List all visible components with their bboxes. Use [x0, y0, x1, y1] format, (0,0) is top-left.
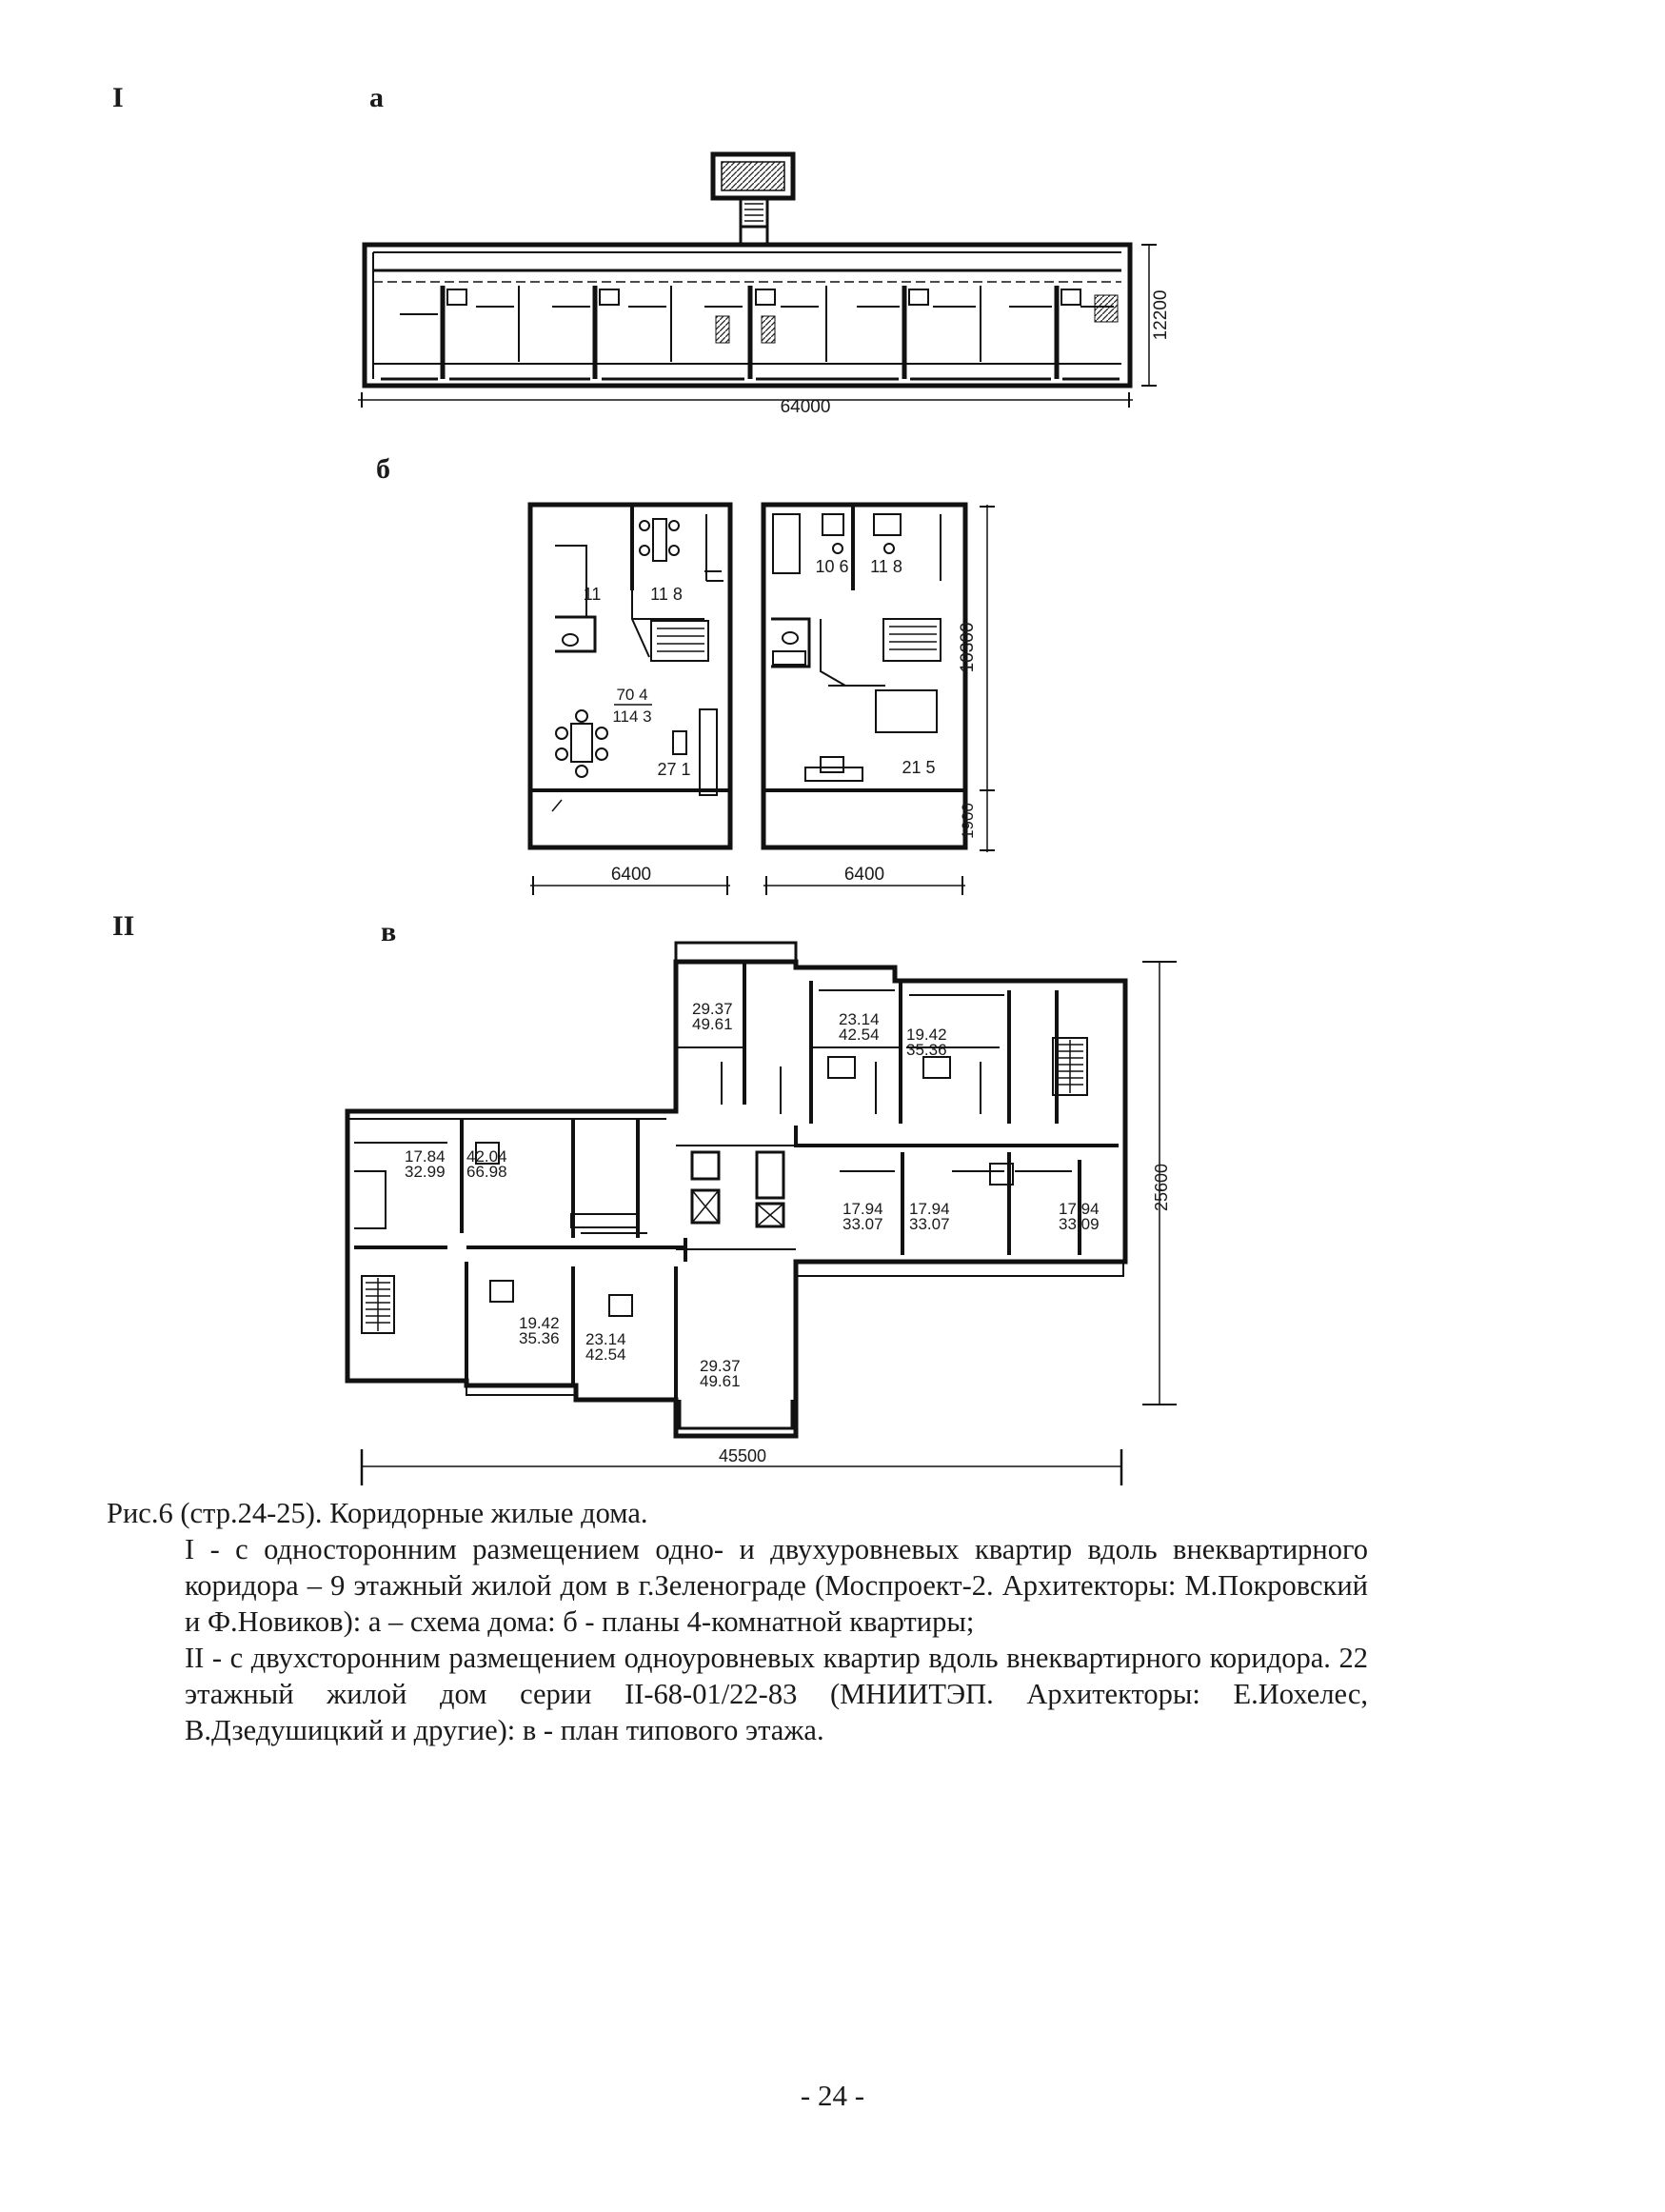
- caption-title: Рис.6 (стр.24-25). Коридорные жилые дома…: [107, 1497, 648, 1529]
- plan-v-typical-floor: [345, 941, 1177, 1485]
- plan-b-room-11: 11: [584, 585, 602, 604]
- apt-total: 49.61: [700, 1372, 741, 1390]
- plan-v-dim-depth: 25600: [1152, 1164, 1171, 1211]
- plan-v-area-labels: 29.37 49.61 23.14 42.54 19.42 35.36 17.8…: [405, 1000, 1100, 1390]
- apt-total: 35.36: [519, 1329, 560, 1347]
- apt-living: 19.42: [519, 1314, 560, 1332]
- plan-b-total-area: 114 3: [612, 707, 651, 726]
- section-mark-II: II: [112, 910, 135, 942]
- plan-a-dim-length: 64000: [781, 397, 831, 417]
- apt-total: 32.99: [405, 1163, 446, 1181]
- section-mark-b: б: [376, 453, 390, 485]
- apt-living: 42.04: [466, 1147, 507, 1166]
- caption-paragraph-2: II - с двухсторонним размещением одноуро…: [185, 1642, 1368, 1746]
- apt-total: 42.54: [585, 1345, 626, 1364]
- plan-b-dim-width-right: 6400: [844, 865, 884, 885]
- section-mark-I: I: [112, 82, 124, 113]
- plan-b-dim-width-left: 6400: [611, 865, 651, 885]
- section-mark-a: а: [369, 82, 384, 113]
- plan-a-dim-depth: 12200: [1151, 290, 1171, 341]
- apt-total: 42.54: [839, 1026, 880, 1044]
- plan-b-room-21-5: 21 5: [902, 758, 935, 777]
- plan-b-dim-height: 10300: [958, 623, 978, 673]
- plan-b-dim-loggia: 1900: [959, 803, 977, 839]
- apt-total: 33.07: [842, 1215, 883, 1233]
- apt-living: 17.94: [909, 1200, 950, 1218]
- plan-b-room-11-8-right: 11 8: [870, 557, 902, 576]
- plan-v-dim-length: 45500: [719, 1446, 766, 1465]
- floor-plans-drawing: 64000 12200 11 11 8 70 4 114 3 27 1: [345, 151, 1177, 1485]
- apt-total: 49.61: [692, 1015, 733, 1033]
- plan-b-left-level: [527, 502, 733, 850]
- apt-total: 33.07: [909, 1215, 950, 1233]
- plan-b-room-10-6: 10 6: [815, 557, 848, 576]
- apt-total: 33.09: [1059, 1215, 1100, 1233]
- plan-b-right-level: [761, 502, 968, 850]
- plan-b-dimensions: [530, 505, 995, 895]
- page-number: - 24 -: [800, 2079, 865, 2112]
- apt-total: 66.98: [466, 1163, 507, 1181]
- plan-b-room-27-1: 27 1: [657, 760, 690, 779]
- apt-living: 23.14: [585, 1330, 626, 1348]
- plan-a-building-scheme: [358, 151, 1157, 408]
- apt-total: 35.36: [906, 1041, 947, 1059]
- apt-living: 17.94: [842, 1200, 883, 1218]
- apt-living: 23.14: [839, 1010, 880, 1028]
- plan-b-living-area: 70 4: [616, 686, 647, 704]
- apt-living: 17.94: [1059, 1200, 1100, 1218]
- caption-paragraph-1: I - с односторонним размещением одно- и …: [185, 1533, 1368, 1638]
- apt-living: 17.84: [405, 1147, 446, 1166]
- apt-living: 19.42: [906, 1026, 947, 1044]
- apt-living: 29.37: [692, 1000, 733, 1018]
- section-mark-v: в: [381, 916, 397, 947]
- figure-caption: Рис.6 (стр.24-25). Коридорные жилые дома…: [107, 1495, 1368, 1748]
- apt-living: 29.37: [700, 1357, 741, 1375]
- plan-b-room-11-8-left: 11 8: [650, 585, 683, 604]
